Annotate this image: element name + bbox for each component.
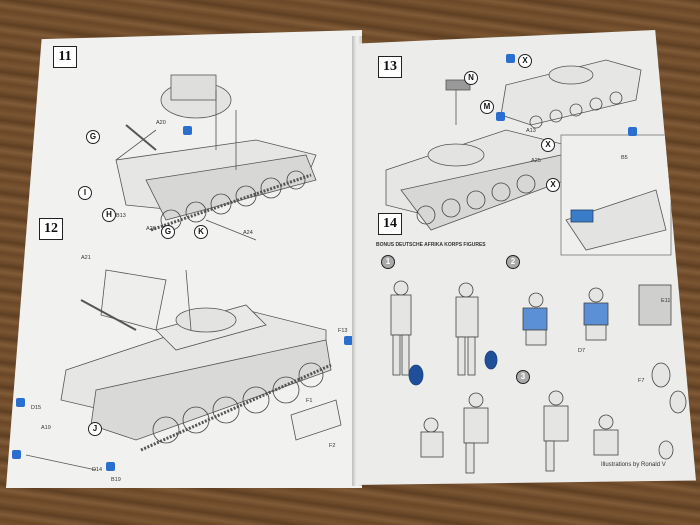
part-label: B19 bbox=[111, 477, 121, 483]
glue-icon bbox=[183, 126, 192, 135]
part-label: F13 bbox=[338, 328, 348, 334]
part-label: D14 bbox=[92, 467, 103, 473]
left-page: 11 12 G H I G K J A20 A21 A26 A24 A19 B1… bbox=[6, 30, 362, 488]
part-label: D15 bbox=[31, 405, 42, 411]
callout-x: X bbox=[518, 54, 532, 68]
callout-n: N bbox=[464, 71, 478, 85]
part-label: A21 bbox=[81, 255, 91, 261]
figure-number-3: 3 bbox=[516, 370, 530, 384]
step-13-number: 13 bbox=[378, 56, 402, 78]
step-14-number: 14 bbox=[378, 213, 402, 235]
callout-g: G bbox=[86, 130, 100, 144]
part-label: A13 bbox=[526, 128, 536, 134]
part-label: B13 bbox=[116, 213, 126, 219]
part-label: F7 bbox=[638, 378, 645, 384]
part-label: A25 bbox=[531, 158, 541, 164]
instruction-booklet: 11 12 G H I G K J A20 A21 A26 A24 A19 B1… bbox=[6, 30, 696, 490]
glue-icon bbox=[496, 112, 505, 121]
callout-x-3: X bbox=[546, 178, 560, 192]
figure-number-2: 2 bbox=[506, 255, 520, 269]
part-label: E11 bbox=[661, 298, 671, 304]
part-label: D7 bbox=[578, 348, 586, 354]
callout-i: I bbox=[78, 186, 92, 200]
illustration-credit: Illustrations by Ronald V bbox=[601, 462, 666, 468]
part-label: A19 bbox=[41, 425, 51, 431]
part-label: A24 bbox=[243, 230, 253, 236]
callout-h: H bbox=[102, 208, 116, 222]
step-13-14-drawings bbox=[385, 59, 687, 474]
glue-icon bbox=[106, 462, 115, 471]
callout-x-2: X bbox=[541, 138, 555, 152]
part-label: B5 bbox=[621, 155, 628, 161]
figures-caption: BONUS DEUTSCHE AFRIKA KORPS FIGURES bbox=[376, 242, 486, 248]
callout-j: J bbox=[88, 422, 102, 436]
glue-icon bbox=[12, 450, 21, 459]
part-label: A20 bbox=[156, 120, 166, 126]
part-label: F1 bbox=[306, 398, 313, 404]
callout-k: K bbox=[194, 225, 208, 239]
right-page: 13 14 N M X X X A13 A25 B5 E11 D7 F7 BON… bbox=[356, 30, 696, 485]
step-12-number: 12 bbox=[39, 218, 63, 240]
step-11-12-drawings bbox=[25, 74, 342, 471]
callout-g-2: G bbox=[161, 225, 175, 239]
part-label: A26 bbox=[146, 226, 156, 232]
part-label: F2 bbox=[329, 443, 336, 449]
glue-icon bbox=[628, 127, 637, 136]
callout-m: M bbox=[480, 100, 494, 114]
glue-icon bbox=[506, 54, 515, 63]
figure-number-1: 1 bbox=[381, 255, 395, 269]
glue-icon bbox=[16, 398, 25, 407]
step-11-number: 11 bbox=[53, 46, 77, 68]
glue-icon bbox=[344, 336, 353, 345]
